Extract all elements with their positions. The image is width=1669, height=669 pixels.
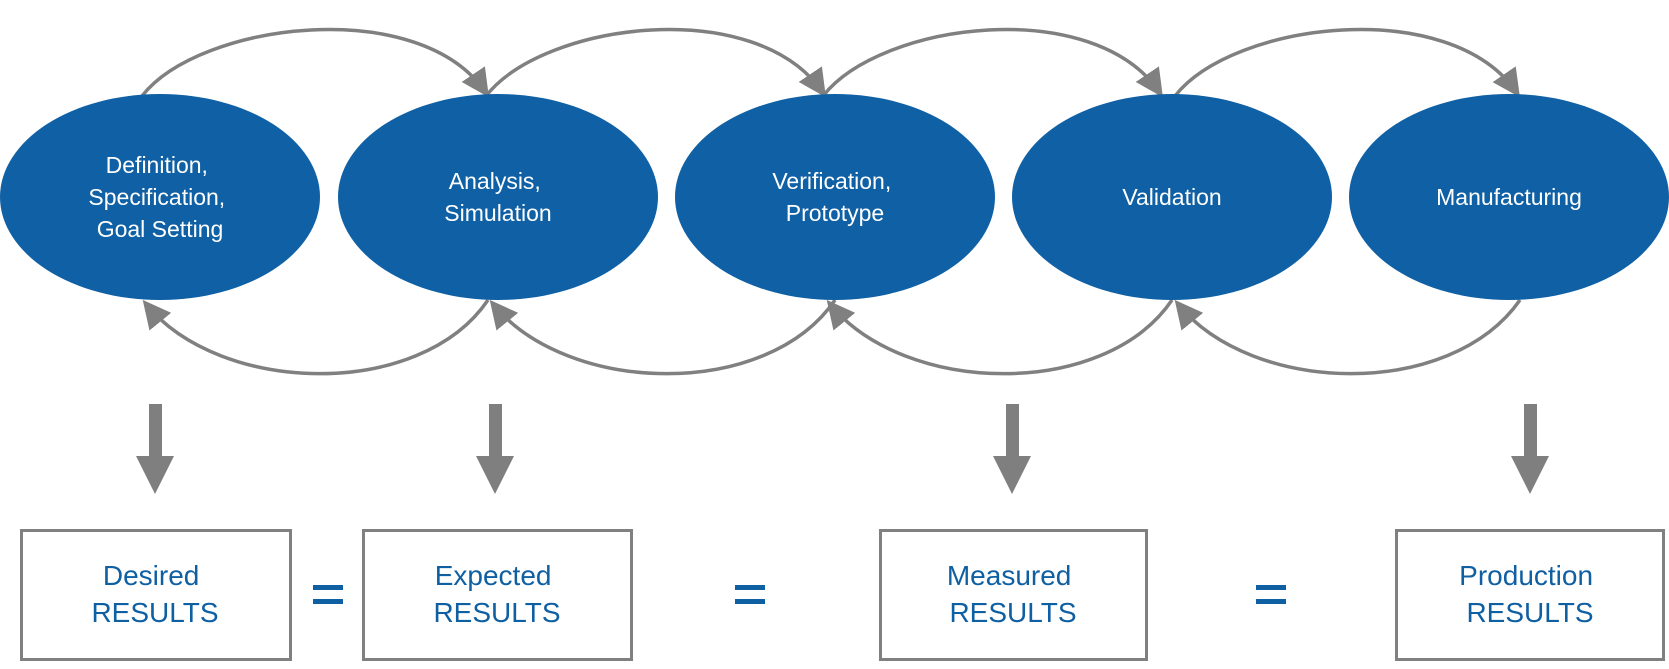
result-expected[interactable]: Expected RESULTS: [362, 529, 633, 661]
down-arrow-icon: [476, 404, 514, 494]
down-arrow-icon: [993, 404, 1031, 494]
forward-arrow-validation-to-manufacturing: [1173, 27, 1520, 98]
equals-icon: [1256, 585, 1286, 604]
result-label-line: RESULTS: [949, 597, 1076, 628]
stage-label-line: Verification,: [772, 168, 891, 194]
result-label-line: RESULTS: [91, 597, 218, 628]
stage-label-line: Prototype: [786, 200, 884, 226]
stage-definition[interactable]: Definition, Specification, Goal Setting: [0, 94, 320, 300]
stage-validation[interactable]: Validation: [1012, 94, 1332, 300]
stages: Definition, Specification, Goal Setting …: [0, 94, 1669, 300]
result-box: [1395, 529, 1665, 661]
result-box: [20, 529, 292, 661]
feedback-arrow-validation-to-verification: [826, 299, 1174, 376]
equals-signs: [313, 585, 1286, 604]
stage-label: Validation: [1122, 184, 1221, 210]
stage-ellipse: [675, 94, 995, 300]
stage-manufacturing[interactable]: Manufacturing: [1349, 94, 1669, 300]
stage-label-line: Simulation: [444, 200, 551, 226]
result-box: [879, 529, 1148, 661]
result-arrows: [136, 404, 1549, 494]
forward-arrow-analysis-to-verification: [484, 27, 826, 98]
stage-label-line: Specification,: [88, 184, 225, 210]
result-label: Desired RESULTS: [91, 560, 218, 628]
feedback-arrow-analysis-to-definition: [142, 299, 490, 376]
result-box: [362, 529, 633, 661]
result-label-line: Production: [1459, 560, 1593, 591]
result-production[interactable]: Production RESULTS: [1395, 529, 1665, 661]
stage-label: Definition, Specification, Goal Setting: [88, 152, 231, 242]
feedback-arrow-manufacturing-to-validation: [1174, 298, 1522, 376]
stage-verification[interactable]: Verification, Prototype: [675, 94, 995, 300]
feedback-arrows: [142, 298, 1522, 376]
result-label: Expected RESULTS: [433, 560, 560, 628]
equals-icon: [313, 585, 343, 604]
feedback-arrow-verification-to-analysis: [489, 299, 837, 376]
forward-arrow-definition-to-analysis: [140, 27, 489, 98]
result-measured[interactable]: Measured RESULTS: [879, 529, 1148, 661]
stage-label: Analysis, Simulation: [444, 168, 551, 226]
result-label-line: RESULTS: [1466, 597, 1593, 628]
result-label-line: Expected: [435, 560, 552, 591]
stage-label-line: Definition,: [106, 152, 208, 178]
stage-label-line: Goal Setting: [97, 216, 224, 242]
stage-analysis[interactable]: Analysis, Simulation: [338, 94, 658, 300]
stage-label: Verification, Prototype: [772, 168, 897, 226]
stage-ellipse: [0, 94, 320, 300]
stage-ellipse: [338, 94, 658, 300]
down-arrow-icon: [1511, 404, 1549, 494]
stage-label: Manufacturing: [1436, 184, 1582, 210]
stage-label-line: Validation: [1122, 184, 1221, 210]
stage-ellipse: [1349, 94, 1669, 300]
result-label: Measured RESULTS: [947, 560, 1079, 628]
forward-arrows: [140, 27, 1520, 98]
result-label-line: Desired: [103, 560, 199, 591]
result-label: Production RESULTS: [1459, 560, 1601, 628]
stage-ellipse: [1012, 94, 1332, 300]
result-desired[interactable]: Desired RESULTS: [20, 529, 292, 661]
forward-arrow-verification-to-validation: [821, 27, 1163, 98]
down-arrow-icon: [136, 404, 174, 494]
result-label-line: RESULTS: [433, 597, 560, 628]
result-label-line: Measured: [947, 560, 1072, 591]
equals-icon: [735, 585, 765, 604]
stage-label-line: Manufacturing: [1436, 184, 1582, 210]
stage-label-line: Analysis,: [449, 168, 541, 194]
results: Desired RESULTS Expected RESULTS Measure…: [20, 529, 1665, 661]
